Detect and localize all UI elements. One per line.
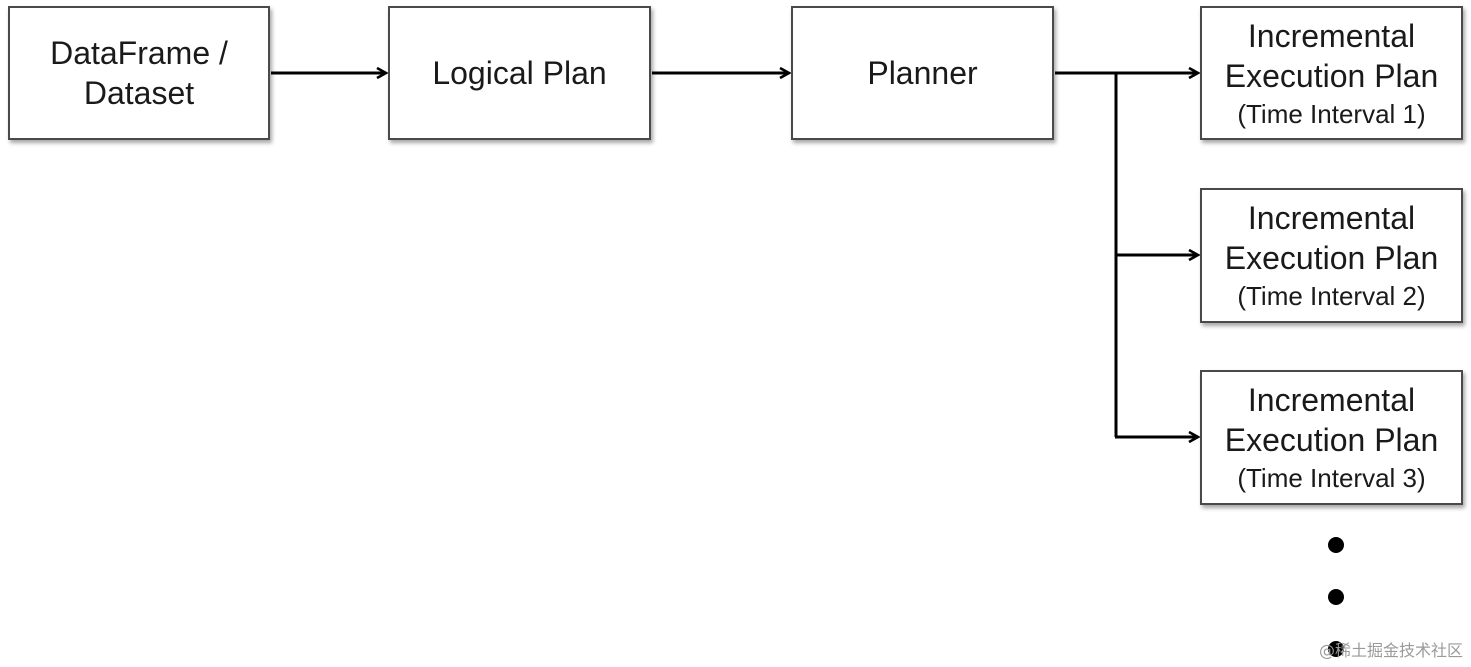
incremental-plan-node-1: Incremental Execution Plan (Time Interva… [1200,6,1463,140]
ellipsis-dot-1 [1328,537,1344,553]
ellipsis-dot-2 [1328,589,1344,605]
dataframe-label-line-2: Dataset [83,75,195,111]
incremental-2-line-2: Execution Plan [1224,240,1439,277]
incremental-2-line-1: Incremental [1247,200,1416,237]
ellipsis-dot-3 [1328,641,1344,657]
incremental-3-line-2: Execution Plan [1224,422,1439,459]
incremental-plan-node-3: Incremental Execution Plan (Time Interva… [1200,370,1463,505]
logical-plan-label: Logical Plan [432,55,607,91]
watermark-text: @稀土掘金技术社区 [1318,641,1463,660]
planner-label: Planner [867,55,978,91]
planner-node: Planner [791,6,1054,140]
incremental-1-line-2: Execution Plan [1224,57,1439,94]
incremental-1-line-1: Incremental [1247,17,1416,54]
incremental-2-interval: (Time Interval 2) [1237,281,1426,312]
dataframe-label-line-1: DataFrame / [50,35,228,71]
incremental-1-interval: (Time Interval 1) [1237,98,1426,129]
logical-plan-node: Logical Plan [388,6,651,140]
incremental-3-interval: (Time Interval 3) [1237,463,1426,494]
incremental-3-line-1: Incremental [1247,382,1416,419]
incremental-plan-node-2: Incremental Execution Plan (Time Interva… [1200,188,1463,323]
dataframe-dataset-node: DataFrame / Dataset [8,6,270,140]
